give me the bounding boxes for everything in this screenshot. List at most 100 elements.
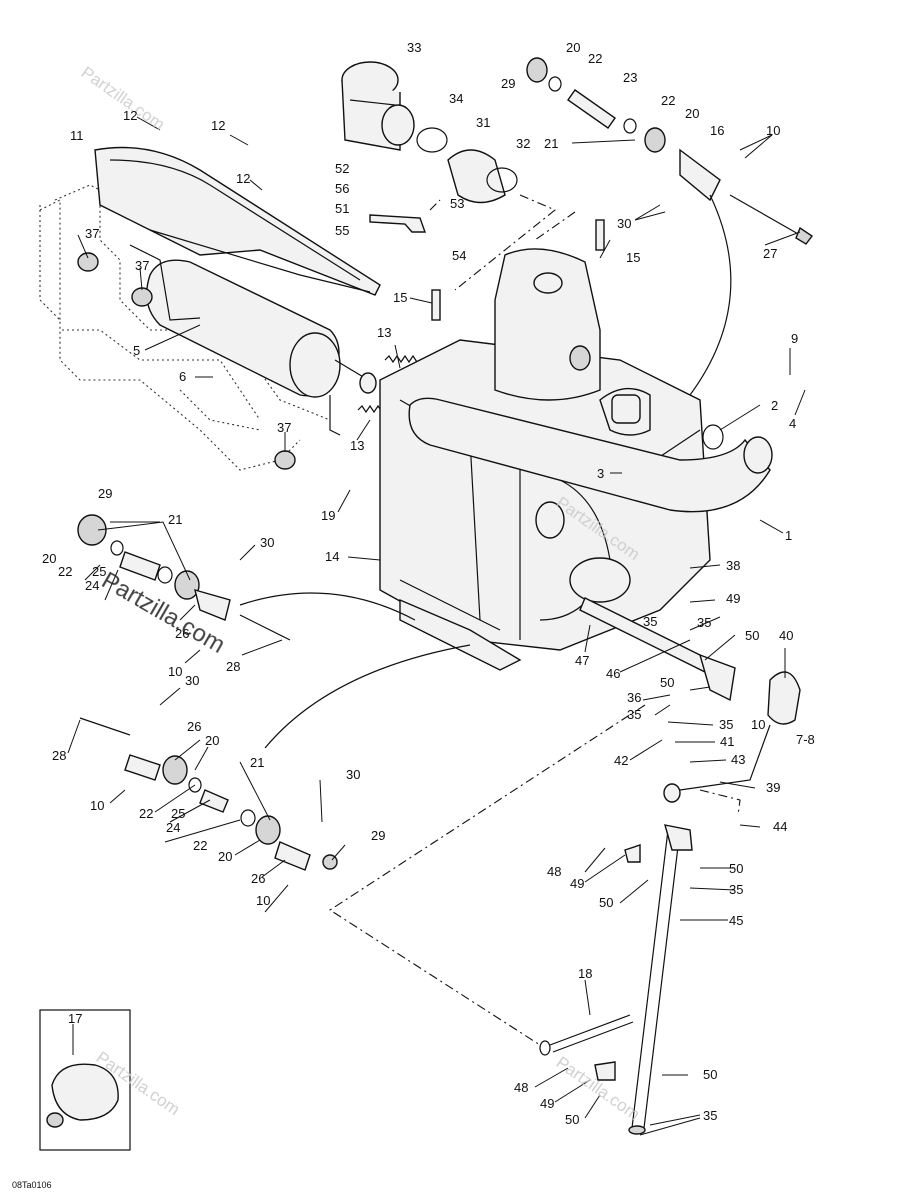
inset-box: 17 bbox=[39, 1009, 131, 1151]
leader-lines bbox=[67, 116, 806, 1136]
callout: 53 bbox=[450, 196, 464, 211]
callout: 45 bbox=[729, 913, 743, 928]
callout: 35 bbox=[719, 717, 733, 732]
callout: 11 bbox=[70, 128, 84, 143]
callout: 22 bbox=[588, 51, 602, 66]
diagram-code: 08Ta0106 bbox=[12, 1180, 52, 1190]
callout: 12 bbox=[123, 108, 137, 123]
callout: 48 bbox=[514, 1080, 528, 1095]
muffler bbox=[129, 244, 377, 436]
callout: 25 bbox=[92, 564, 106, 579]
callout: 41 bbox=[720, 734, 734, 749]
callout: 30 bbox=[185, 673, 199, 688]
callout: 30 bbox=[260, 535, 274, 550]
callout: 35 bbox=[703, 1108, 717, 1123]
callout: 25 bbox=[171, 806, 185, 821]
exhaust-pipe bbox=[408, 397, 773, 513]
callout: 54 bbox=[452, 248, 466, 263]
routing-arrow bbox=[264, 644, 471, 749]
callout: 10 bbox=[90, 798, 104, 813]
callout: 24 bbox=[166, 820, 180, 835]
callout: 43 bbox=[731, 752, 745, 767]
callout: 21 bbox=[250, 755, 264, 770]
callout: 29 bbox=[371, 828, 385, 843]
callout: 10 bbox=[168, 664, 182, 679]
carb-bracket bbox=[369, 214, 426, 233]
callout: 7-8 bbox=[796, 732, 815, 747]
callout: 46 bbox=[606, 666, 620, 681]
routing-arrow bbox=[239, 592, 416, 621]
callout: 3 bbox=[597, 466, 604, 481]
callout: 5 bbox=[133, 343, 140, 358]
callout: 35 bbox=[643, 614, 657, 629]
callout: 2 bbox=[771, 398, 778, 413]
callout: 22 bbox=[193, 838, 207, 853]
callout: 26 bbox=[187, 719, 201, 734]
callout: 50 bbox=[599, 895, 613, 910]
callout: 19 bbox=[321, 508, 335, 523]
callout: 50 bbox=[565, 1112, 579, 1127]
callout: 10 bbox=[256, 893, 270, 908]
callout: 20 bbox=[566, 40, 580, 55]
callout: 50 bbox=[703, 1067, 717, 1082]
callout: 6 bbox=[179, 369, 186, 384]
callout: 9 bbox=[791, 331, 798, 346]
cylinder bbox=[494, 248, 651, 436]
callout: 24 bbox=[85, 578, 99, 593]
routing-line bbox=[328, 704, 646, 1046]
callout: 39 bbox=[766, 780, 780, 795]
spark-plug bbox=[431, 219, 605, 321]
callout: 22 bbox=[661, 93, 675, 108]
callout: 22 bbox=[139, 806, 153, 821]
callout: 52 bbox=[335, 161, 349, 176]
callout: 38 bbox=[726, 558, 740, 573]
callout: 50 bbox=[729, 861, 743, 876]
callout: 30 bbox=[346, 767, 360, 782]
callout: 55 bbox=[335, 223, 349, 238]
callout: 27 bbox=[763, 246, 777, 261]
callout: 44 bbox=[773, 819, 787, 834]
callout: 37 bbox=[277, 420, 291, 435]
callout: 29 bbox=[501, 76, 515, 91]
left-engine-mount-lower bbox=[79, 717, 338, 871]
callout: 36 bbox=[627, 690, 641, 705]
intake-boot bbox=[416, 127, 518, 204]
callout: 34 bbox=[449, 91, 463, 106]
callout: 13 bbox=[350, 438, 364, 453]
callout: 31 bbox=[476, 115, 490, 130]
callout: 18 bbox=[578, 966, 592, 981]
callout: 10 bbox=[751, 717, 765, 732]
callout: 22 bbox=[58, 564, 72, 579]
callout: 33 bbox=[407, 40, 421, 55]
shift-linkage bbox=[539, 597, 801, 1135]
callout: 20 bbox=[205, 733, 219, 748]
routing-line bbox=[429, 199, 441, 211]
frame-outline bbox=[39, 184, 331, 471]
routing-line bbox=[534, 211, 576, 241]
callout: 50 bbox=[745, 628, 759, 643]
heat-shield bbox=[94, 146, 381, 296]
callout: 14 bbox=[325, 549, 339, 564]
callout: 42 bbox=[614, 753, 628, 768]
routing-arrow bbox=[689, 194, 732, 396]
routing-line bbox=[699, 789, 741, 816]
callout: 20 bbox=[218, 849, 232, 864]
callout: 20 bbox=[42, 551, 56, 566]
callout: 28 bbox=[52, 748, 66, 763]
callout: 21 bbox=[168, 512, 182, 527]
callout: 48 bbox=[547, 864, 561, 879]
left-engine-mount-upper bbox=[77, 514, 291, 641]
callout: 49 bbox=[540, 1096, 554, 1111]
callout-labels: 33 20 22 29 23 34 31 32 22 20 21 16 10 1… bbox=[42, 40, 815, 1127]
callout: 26 bbox=[175, 626, 189, 641]
callout: 40 bbox=[779, 628, 793, 643]
callout: 37 bbox=[135, 258, 149, 273]
callout: 49 bbox=[570, 876, 584, 891]
inset-callout-label: 17 bbox=[68, 1011, 82, 1026]
callout: 47 bbox=[575, 653, 589, 668]
callout: 35 bbox=[729, 882, 743, 897]
callout: 37 bbox=[85, 226, 99, 241]
callout: 56 bbox=[335, 181, 349, 196]
callout: 26 bbox=[251, 871, 265, 886]
